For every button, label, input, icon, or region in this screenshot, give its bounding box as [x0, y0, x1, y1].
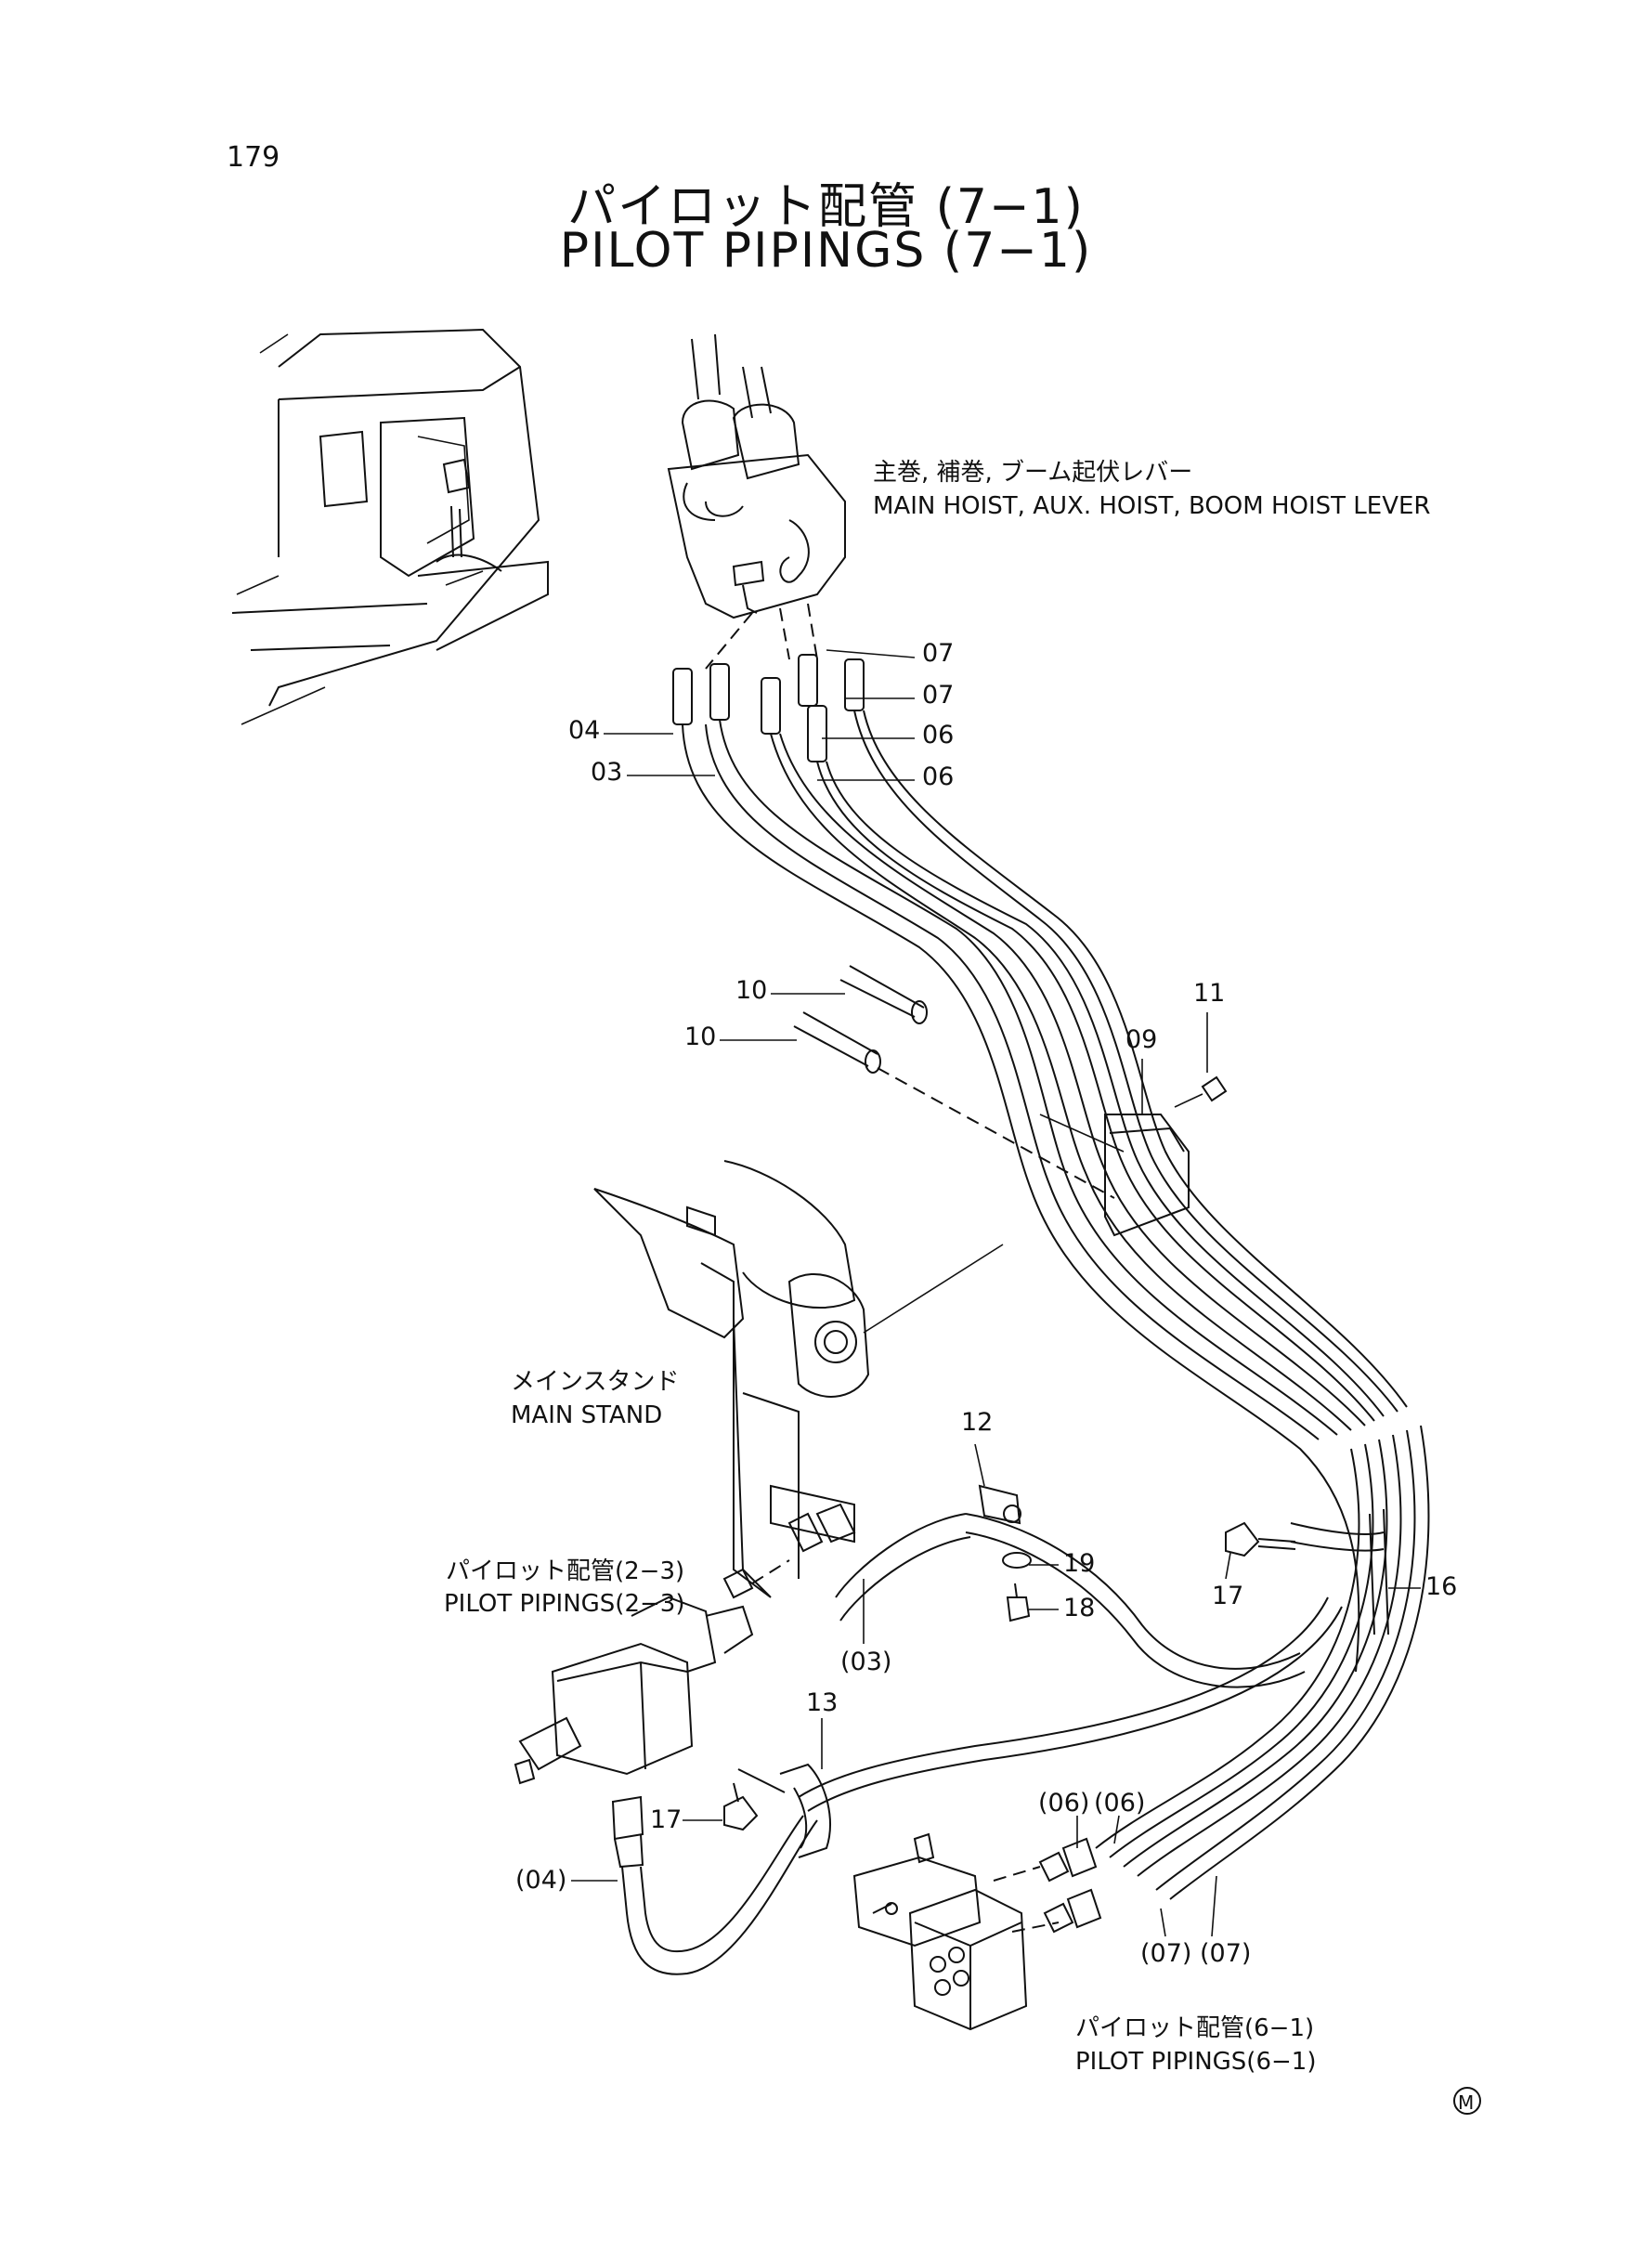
label-09: 09	[1125, 1025, 1157, 1054]
title-japanese: パイロット配管 (7−1)	[567, 179, 1085, 235]
label-07a: 07	[922, 639, 954, 668]
label-06b: 06	[922, 762, 954, 791]
lever-valve-assembly	[667, 333, 846, 670]
leader-lines	[571, 649, 1421, 1937]
label-06-ref-b: (06)	[1094, 1789, 1145, 1818]
title-english: PILOT PIPINGS (7−1)	[559, 223, 1093, 279]
label-11: 11	[1193, 979, 1225, 1008]
label-04-ref: (04)	[515, 1866, 566, 1895]
label-12: 12	[961, 1408, 993, 1437]
caption-lever-en: MAIN HOIST, AUX. HOIST, BOOM HOIST LEVER	[873, 492, 1431, 520]
clamp-13	[723, 1763, 831, 1858]
mark-letter: M	[1458, 2091, 1474, 2114]
clamp-12	[978, 1484, 1032, 1622]
caption-lever-jp: 主巻, 補巻, ブーム起伏レバー	[873, 459, 1192, 487]
caption-pp61-en: PILOT PIPINGS(6−1)	[1075, 2048, 1316, 2076]
clamp-16	[1225, 1508, 1389, 1635]
label-10b: 10	[684, 1023, 716, 1051]
bracket-09	[1039, 1075, 1228, 1237]
caption-stand-jp: メインスタンド	[511, 1368, 679, 1396]
label-19: 19	[1063, 1549, 1095, 1578]
crane-cab-inset	[231, 328, 549, 725]
caption-pp61-jp: パイロット配管(6−1)	[1075, 2014, 1314, 2042]
upper-hose-fittings	[672, 654, 865, 762]
label-07b: 07	[922, 681, 954, 710]
caption-stand-en: MAIN STAND	[511, 1401, 662, 1429]
label-13: 13	[806, 1688, 838, 1717]
circled-m-mark: M	[1453, 2087, 1481, 2115]
label-03: 03	[591, 758, 622, 787]
label-18: 18	[1063, 1594, 1095, 1622]
label-04: 04	[568, 716, 600, 745]
caption-pp23-en: PILOT PIPINGS(2−3)	[444, 1590, 684, 1618]
hose-bundle	[621, 710, 1430, 1975]
label-06a: 06	[922, 721, 954, 749]
label-17b: 17	[650, 1805, 682, 1834]
label-07-ref: (07) (07)	[1140, 1939, 1251, 1968]
caption-pp23-jp: パイロット配管(2−3)	[446, 1557, 684, 1585]
label-10a: 10	[735, 976, 767, 1005]
label-16: 16	[1425, 1572, 1457, 1601]
label-03-ref: (03)	[840, 1648, 891, 1676]
label-06-ref-a: (06)	[1038, 1789, 1089, 1818]
protector-sleeves	[793, 965, 1115, 1199]
valve-block-right	[852, 1832, 1102, 2031]
valve-block-left	[514, 1503, 856, 1869]
label-17a: 17	[1212, 1582, 1243, 1610]
page-number: 179	[227, 141, 280, 174]
